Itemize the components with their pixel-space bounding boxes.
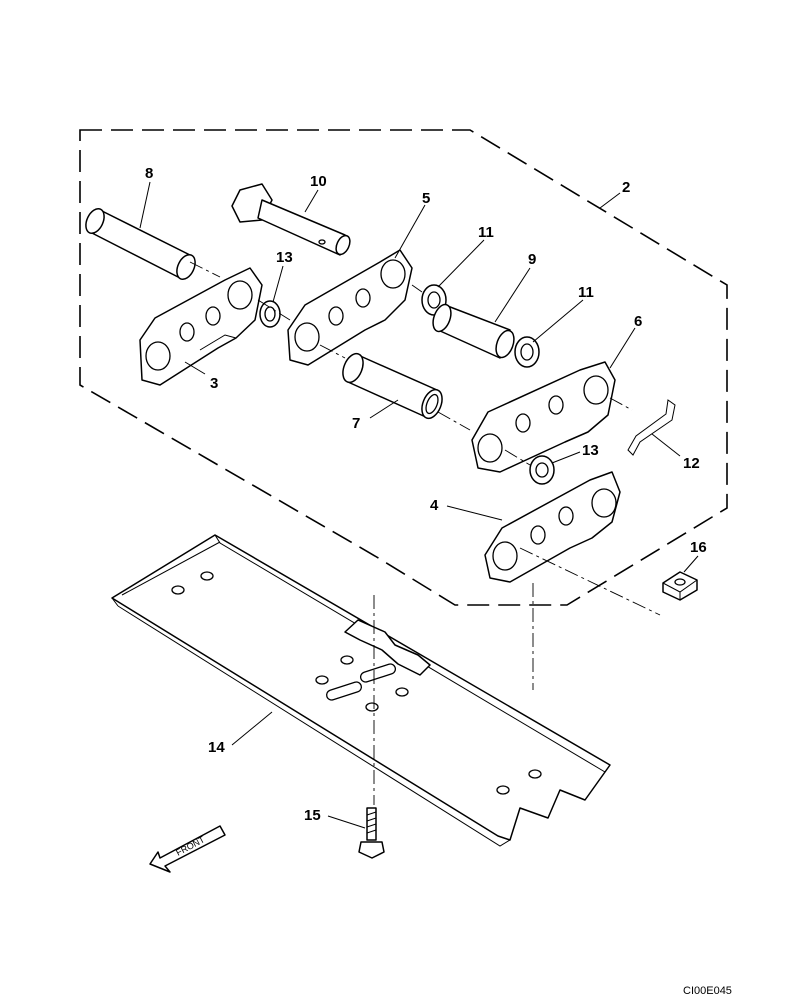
label-16: 16 xyxy=(690,539,707,556)
track-shoe xyxy=(111,534,611,847)
assembly-boundary xyxy=(79,129,728,606)
link-5 xyxy=(287,249,413,366)
label-14: 14 xyxy=(208,739,225,756)
front-arrow: FRONT xyxy=(149,825,226,873)
label-12: 12 xyxy=(683,455,700,472)
label-5: 5 xyxy=(422,190,430,207)
label-13-upper: 13 xyxy=(276,249,293,266)
label-8: 8 xyxy=(145,165,153,182)
link-4 xyxy=(484,471,621,583)
label-10: 10 xyxy=(310,173,327,190)
label-7: 7 xyxy=(352,415,360,432)
lock-pin-12 xyxy=(627,399,676,456)
bolt-15 xyxy=(358,807,385,859)
label-11-right: 11 xyxy=(578,284,594,301)
bushing-7 xyxy=(342,352,443,420)
bushing-9 xyxy=(432,303,515,359)
leader-lines xyxy=(139,181,699,829)
pin-8 xyxy=(85,207,196,281)
nut-16 xyxy=(662,571,698,601)
label-3: 3 xyxy=(210,375,218,392)
label-15: 15 xyxy=(304,807,321,824)
link-3 xyxy=(139,267,263,386)
master-pin-10 xyxy=(231,183,351,256)
label-6: 6 xyxy=(634,313,642,330)
label-4: 4 xyxy=(430,497,439,514)
label-2: 2 xyxy=(622,179,630,196)
link-6 xyxy=(471,361,616,473)
label-9: 9 xyxy=(528,251,536,268)
label-11-left: 11 xyxy=(478,224,494,241)
center-lines xyxy=(189,261,661,805)
drawing-code: CI00E045 xyxy=(683,985,732,997)
label-13-lower: 13 xyxy=(582,442,599,459)
